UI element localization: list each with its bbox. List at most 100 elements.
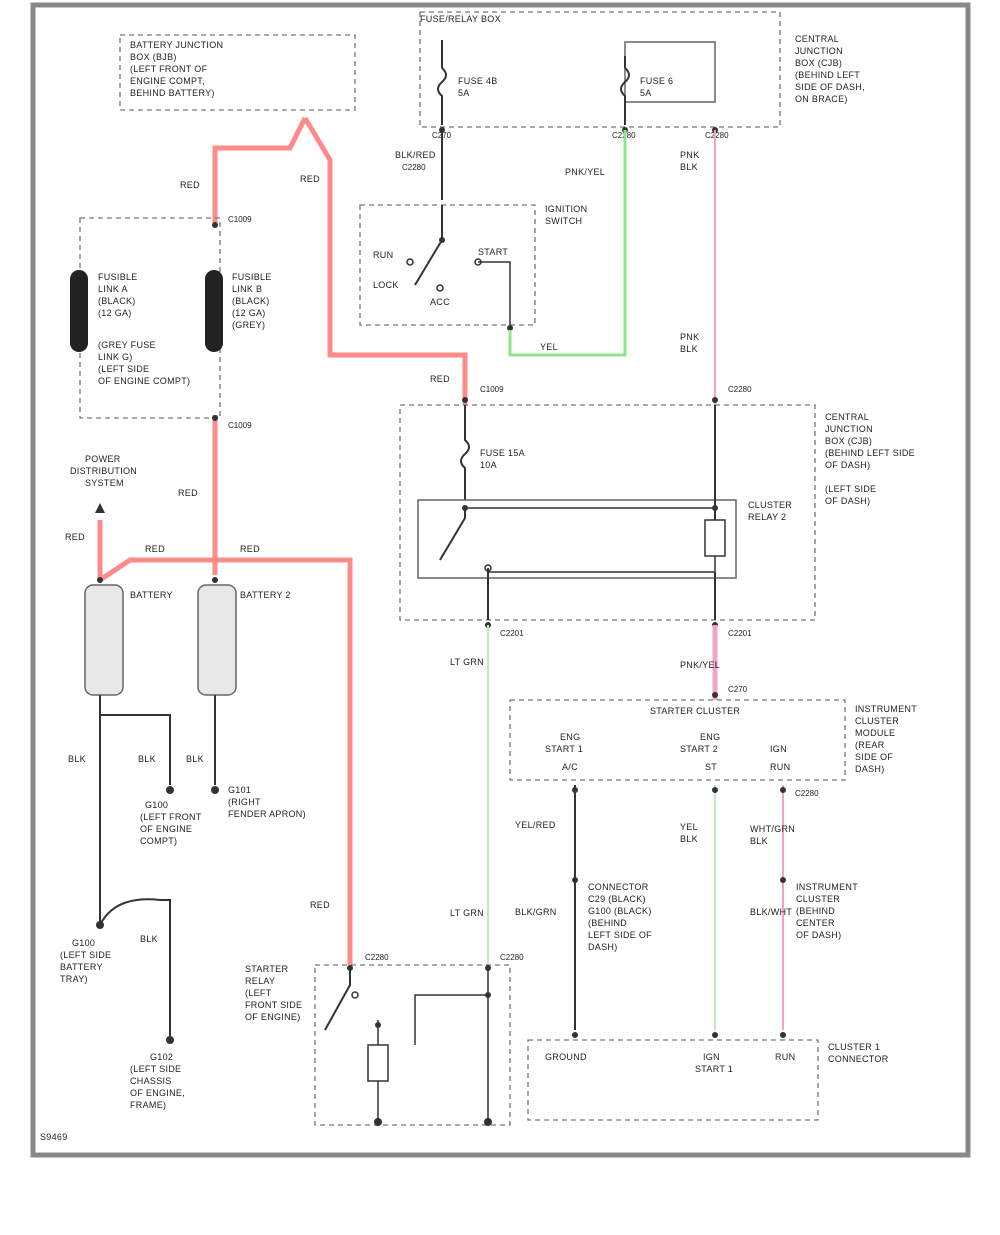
fuse-relay-inner-box xyxy=(624,41,716,103)
cluster-module-label-1: CLUSTER xyxy=(855,716,899,726)
wire-label: BLK xyxy=(680,162,698,172)
junction-dot xyxy=(374,1118,382,1126)
wire-label: LT GRN xyxy=(450,657,484,667)
cjb-mid-label-3: (BEHIND LEFT SIDE xyxy=(825,448,915,458)
wire-label: RED xyxy=(310,900,330,910)
wire-label: RED xyxy=(178,488,198,498)
connector-label: C1009 xyxy=(228,421,252,430)
junction-dot xyxy=(439,237,445,243)
wire-label: RED xyxy=(430,374,450,384)
ignition-start-wire xyxy=(478,261,511,325)
wire-label: YEL/RED xyxy=(515,820,556,830)
cjb-mid-label-4: OF DASH) xyxy=(825,460,870,470)
fusible-link-b-label-0: FUSIBLE xyxy=(232,272,272,282)
gnd-right-label-1: (LEFT FRONT xyxy=(140,812,202,822)
bjb-label-0: BATTERY JUNCTION xyxy=(130,40,223,50)
ign-pos-start: START xyxy=(478,247,508,257)
wire-label: BLK xyxy=(140,934,158,944)
start-green-wire xyxy=(508,130,627,357)
junction-dot xyxy=(780,787,786,793)
wire-label: BLK xyxy=(680,834,698,844)
cjb-top-label-2: BOX (CJB) xyxy=(795,58,842,68)
cjb-mid-label-1: JUNCTION xyxy=(825,424,873,434)
wire-label: PNK/YEL xyxy=(565,167,605,177)
junction-dot xyxy=(780,1032,786,1038)
connector-label: C2280 xyxy=(365,953,389,962)
connector-label: C2280 xyxy=(795,789,819,798)
fusible-link-b-symbol xyxy=(205,270,223,352)
junction-dot xyxy=(212,415,218,421)
gnd-mid-label-0: G101 xyxy=(228,785,251,795)
cjb-mid-label-6: OF DASH) xyxy=(825,496,870,506)
wire-label: LT GRN xyxy=(450,908,484,918)
fuse-a-label-1: 5A xyxy=(458,88,470,98)
fusible-link-a-label-5: LINK G) xyxy=(98,352,133,362)
power-dist-label-0: POWER xyxy=(85,454,121,464)
starter-coil-symbol xyxy=(367,1044,389,1082)
ign-pos-lock: LOCK xyxy=(373,280,399,290)
wire-label: BLK xyxy=(186,754,204,764)
junction-dot xyxy=(97,577,103,583)
relay-contact xyxy=(351,991,359,999)
cluster-relay-box xyxy=(417,499,737,579)
battery-cable-red-wire xyxy=(98,557,353,965)
bjb-label-4: BEHIND BATTERY) xyxy=(130,88,215,98)
junction-dot xyxy=(572,787,578,793)
ign-switch-label-1: SWITCH xyxy=(545,216,582,226)
junction-dot xyxy=(712,1032,718,1038)
wire-label: BLK xyxy=(750,836,768,846)
bottom-right-label-1: CONNECTOR xyxy=(828,1054,889,1064)
starter-relay-blade xyxy=(324,968,351,1031)
starter-relay-label-1: RELAY xyxy=(245,976,275,986)
battery-1-symbol xyxy=(84,584,124,696)
fusible-link-b-label-2: (BLACK) xyxy=(232,296,270,306)
junction-dot xyxy=(572,1032,578,1038)
connector-block-label-1: C29 (BLACK) xyxy=(588,894,646,904)
relay-coil-symbol xyxy=(704,519,726,557)
wire-label: RED xyxy=(145,544,165,554)
wire-label: PNK xyxy=(680,150,699,160)
wire-label: RED xyxy=(65,532,85,542)
connector-block-label-0: CONNECTOR xyxy=(588,882,649,892)
ign-switch-label-0: IGNITION xyxy=(545,204,587,214)
starter-relay-box xyxy=(314,964,511,1126)
gnd-bottom-label-0: G102 xyxy=(150,1052,173,1062)
junction-dot xyxy=(212,222,218,228)
connector-block-label-3: (BEHIND xyxy=(588,918,627,928)
diagram-code: S9469 xyxy=(40,1132,68,1142)
junction-dot xyxy=(212,577,218,583)
fusible-link-b-label-4: (GREY) xyxy=(232,320,265,330)
fuse-relay-box-label: FUSE/RELAY BOX xyxy=(420,14,501,24)
wire-label: YEL xyxy=(680,822,698,832)
bottom-right-label-0: CLUSTER 1 xyxy=(828,1042,880,1052)
bottom-pin-start: START 1 xyxy=(695,1064,733,1074)
cluster-relay-label-0: CLUSTER xyxy=(748,500,792,510)
connector-label: C2201 xyxy=(500,629,524,638)
switch-contact xyxy=(406,258,414,266)
wire-label: PNK xyxy=(680,332,699,342)
junction-dot xyxy=(780,877,786,883)
fusible-link-a-label-6: (LEFT SIDE xyxy=(98,364,149,374)
cluster-relay-label-1: RELAY 2 xyxy=(748,512,786,522)
fusible-link-a-label-4: (GREY FUSE xyxy=(98,340,156,350)
connector-label: C2280 xyxy=(705,131,729,140)
fuse-c-label-0: FUSE 15A xyxy=(480,448,525,458)
power-dist-label-1: DISTRIBUTION xyxy=(70,466,137,476)
battery-junction-box xyxy=(119,34,356,111)
wire-label: PNK/YEL xyxy=(680,660,720,670)
cluster-module-label-5: DASH) xyxy=(855,764,885,774)
wire-label: WHT/GRN xyxy=(750,824,795,834)
fusible-link-a-label-7: OF ENGINE COMPT) xyxy=(98,376,190,386)
fusible-link-a-label-3: (12 GA) xyxy=(98,308,132,318)
battery-1-label: BATTERY xyxy=(130,590,173,600)
cluster-module-label-0: INSTRUMENT xyxy=(855,704,917,714)
ign-pos-run: RUN xyxy=(373,250,393,260)
cluster-pin-2-label-2: ST xyxy=(705,762,717,772)
cluster-pin-3-label-1: RUN xyxy=(770,762,790,772)
cjb-mid-label-2: BOX (CJB) xyxy=(825,436,872,446)
cjb-top-label-3: (BEHIND LEFT xyxy=(795,70,860,80)
fuse-b-label-0: FUSE 6 xyxy=(640,76,673,86)
connector-block-2-label-3: CENTER xyxy=(796,918,835,928)
connector-block-label-5: DASH) xyxy=(588,942,618,952)
